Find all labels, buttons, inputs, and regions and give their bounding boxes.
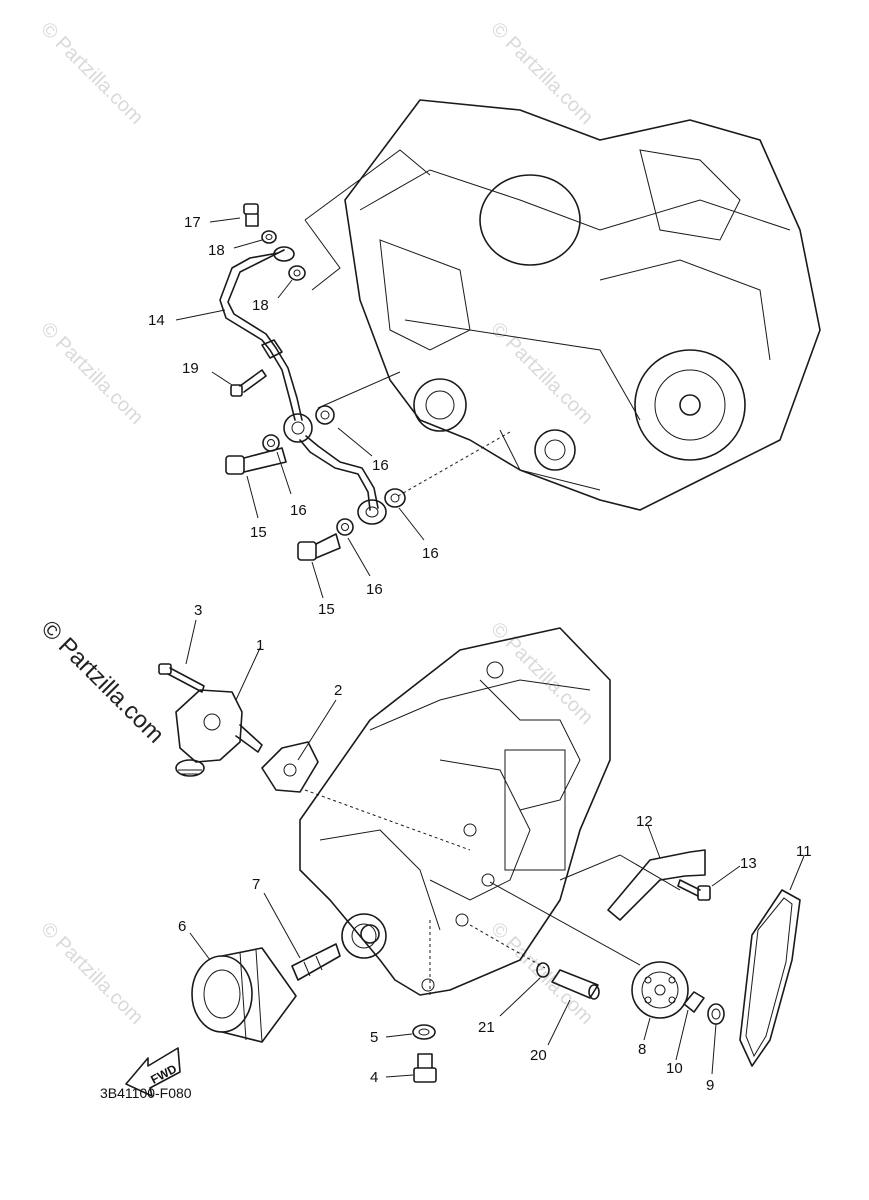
gasket-18 [288,265,306,281]
union-bolt-15 [225,447,287,475]
plate-washer-10 [683,991,705,1013]
gasket-2 [261,741,319,793]
strainer-20 [551,969,600,1000]
callout-5: 5 [370,1029,378,1046]
gasket-16 [384,488,406,508]
gasket-16 [336,518,354,536]
nut-9 [707,1003,725,1025]
union-bolt-17 [243,203,259,227]
gasket-16 [315,405,335,425]
callout-6: 6 [178,918,186,935]
oil-filter-6 [191,947,297,1043]
leader-line [317,371,401,409]
bolt-13 [677,879,711,901]
callout-11: 11 [796,843,812,860]
callout-12: 12 [636,813,653,830]
bolt-19 [230,369,267,397]
sprocket-8 [631,961,689,1019]
callout-18: 18 [252,297,269,314]
gasket-hole [283,763,297,777]
leader-line [397,431,511,497]
callout-19: 19 [182,360,199,377]
bolt-3 [158,663,205,693]
partzilla-watermark: © Partzilla.com [36,615,169,748]
callout-17: 17 [184,214,201,231]
watermark-text: © Partzilla.com [486,18,597,129]
o-ring-21 [536,962,550,978]
leader-line [469,924,546,969]
gasket-hole [265,234,273,240]
watermark-text: © Partzilla.com [36,18,147,129]
gasket-hole [418,1028,430,1036]
callout-8: 8 [638,1041,646,1058]
watermark-text: © Partzilla.com [36,918,147,1029]
chain-guide-12 [607,849,706,921]
callout-16: 16 [372,457,389,474]
callout-13: 13 [740,855,757,872]
watermark-text: © Partzilla.com [36,318,147,429]
gasket-hole [341,523,349,531]
callout-21: 21 [478,1019,495,1036]
callout-leaders [175,217,805,1078]
leader-line [304,149,431,221]
upper-crankcase [344,99,821,511]
callout-3: 3 [194,602,202,619]
callout-labels: 17 18 18 14 19 16 16 15 16 16 15 3 1 2 7… [148,214,812,1094]
gasket-hole [390,493,400,503]
chain-11 [739,889,801,1067]
callout-15: 15 [250,524,267,541]
watermark-layer: © Partzilla.com © Partzilla.com © Partzi… [36,18,597,1029]
callout-18: 18 [208,242,225,259]
diagram-code: 3B41100-F080 [100,1085,192,1101]
callout-1: 1 [256,637,264,654]
lower-crankcase [299,627,611,996]
callout-20: 20 [530,1047,547,1064]
oil-delivery-pipe [219,246,387,525]
leader-line [559,854,681,891]
callout-2: 2 [334,682,342,699]
union-bolt-7 [291,924,380,981]
callout-4: 4 [370,1069,378,1086]
callout-9: 9 [706,1077,714,1094]
leader-line [304,789,471,851]
callout-15: 15 [318,601,335,618]
fwd-label: FWD [148,1061,179,1086]
gasket-hole [267,439,275,447]
callout-7: 7 [252,876,260,893]
watermark-text: © Partzilla.com [486,918,597,1029]
callout-16: 16 [290,502,307,519]
leader-line [489,881,641,966]
gasket-hole [293,269,301,277]
drain-bolt-4 [413,1053,437,1083]
oil-pump-1 [175,689,263,777]
gasket-5 [412,1024,436,1040]
callout-14: 14 [148,312,165,329]
union-bolt-15 [297,533,341,561]
gasket-hole [320,410,330,420]
callout-10: 10 [666,1060,683,1077]
callout-16: 16 [366,581,383,598]
gasket-18 [261,230,277,244]
callout-16: 16 [422,545,439,562]
watermark-text: © Partzilla.com [486,618,597,729]
leader-line [304,219,341,291]
